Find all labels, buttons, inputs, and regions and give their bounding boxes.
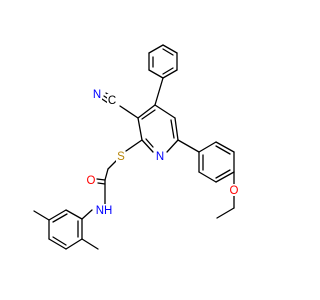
bond bbox=[215, 145, 231, 155]
amide-nh-atom: NH bbox=[94, 204, 114, 217]
bond bbox=[162, 69, 178, 79]
bond bbox=[119, 105, 139, 119]
svg-text:N: N bbox=[93, 89, 101, 101]
bond bbox=[81, 209, 93, 220]
bond bbox=[52, 213, 68, 223]
bond bbox=[162, 67, 174, 75]
bond bbox=[65, 238, 83, 250]
bond bbox=[198, 171, 217, 183]
amide-oxygen-atom: O bbox=[86, 174, 96, 187]
bond bbox=[65, 209, 83, 220]
bond bbox=[52, 236, 67, 246]
bond bbox=[125, 139, 143, 152]
sulfur-atom: S bbox=[116, 150, 125, 163]
bond bbox=[141, 139, 154, 153]
svg-text:O: O bbox=[87, 175, 96, 187]
svg-text:N: N bbox=[156, 151, 164, 163]
nitrile-carbon-atom: C bbox=[107, 94, 116, 107]
bond bbox=[33, 210, 50, 221]
bond bbox=[104, 168, 109, 181]
bond bbox=[48, 209, 67, 221]
bond bbox=[154, 104, 176, 119]
bond bbox=[148, 44, 164, 54]
bond bbox=[145, 138, 154, 148]
bond bbox=[162, 48, 174, 56]
bond bbox=[96, 178, 106, 181]
bond bbox=[215, 171, 235, 183]
bond bbox=[215, 141, 235, 153]
svg-text:NH: NH bbox=[96, 205, 113, 217]
bond bbox=[198, 141, 217, 153]
bond bbox=[141, 109, 156, 120]
bond bbox=[215, 169, 231, 179]
bond bbox=[81, 238, 99, 250]
bond bbox=[174, 117, 179, 141]
atom-labels: N C S N O NH O bbox=[86, 88, 239, 217]
ether-oxygen-atom: O bbox=[229, 184, 239, 197]
svg-text:C: C bbox=[108, 95, 116, 107]
bond bbox=[137, 104, 156, 119]
molecule-structure-diagram: N C S N O NH O bbox=[33, 44, 239, 250]
bond bbox=[148, 69, 164, 79]
bond bbox=[137, 117, 143, 141]
bond bbox=[170, 119, 175, 139]
bond bbox=[107, 159, 118, 170]
bond bbox=[166, 139, 179, 153]
pyridine-nitrogen-atom: N bbox=[155, 150, 165, 163]
bond bbox=[177, 139, 200, 153]
bond bbox=[97, 182, 106, 185]
bond bbox=[48, 238, 67, 250]
bond bbox=[216, 207, 235, 219]
nitrile-nitrogen-atom: N bbox=[92, 88, 102, 101]
bond-lines bbox=[33, 44, 235, 250]
svg-text:S: S bbox=[117, 151, 125, 163]
bond bbox=[162, 44, 178, 54]
bond bbox=[154, 77, 164, 106]
svg-text:O: O bbox=[230, 185, 239, 197]
